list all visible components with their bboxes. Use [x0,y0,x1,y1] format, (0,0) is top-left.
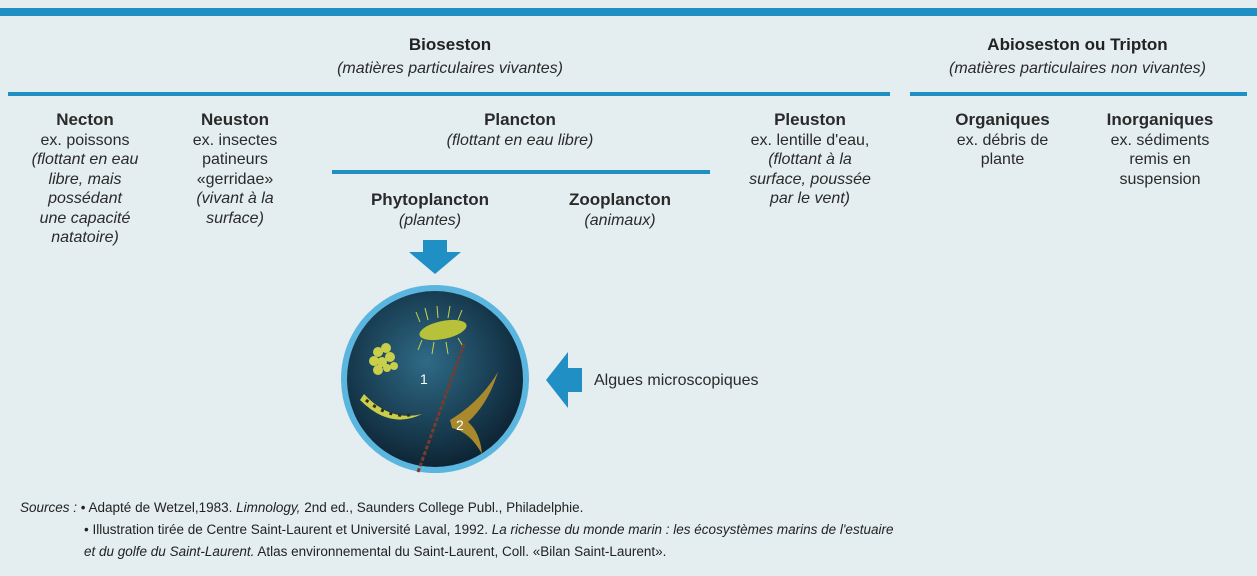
bioseston-rule [8,92,890,96]
sources-line-3: et du golfe du Saint-Laurent. Atlas envi… [20,541,1250,563]
neuston-column: Neuston ex. insectes patineurs «gerridae… [165,110,305,228]
pleuston-column: Pleuston ex. lentille d'eau, (flottant à… [720,110,900,209]
abioseston-rule [910,92,1247,96]
zooplancton-column: Zooplancton (animaux) [540,190,700,230]
zooplancton-subtitle: (animaux) [540,211,700,231]
necton-example: ex. poissons [5,131,165,151]
neuston-example-line: «gerridae» [165,170,305,190]
necton-desc-line: possédant [5,189,165,209]
necton-desc-line: une capacité [5,209,165,229]
abioseston-title: Abioseston ou Tripton [905,35,1250,55]
plancton-header: Plancton (flottant en eau libre) [370,110,670,150]
sources-line1-suffix: 2nd ed., Saunders College Publ., Philade… [300,500,583,515]
inorganiques-example-line: remis en [1085,150,1235,170]
necton-desc-line: (flottant en eau [5,150,165,170]
plancton-rule [332,170,710,174]
necton-title: Necton [5,110,165,130]
neuston-desc-line: (vivant à la [165,189,305,209]
illustration-label-1: 1 [420,371,428,387]
sources-line-2: • Illustration tirée de Centre Saint-Lau… [20,519,1250,541]
neuston-title: Neuston [165,110,305,130]
organiques-title: Organiques [935,110,1070,130]
sources-line3-suffix: Atlas environnemental du Saint-Laurent, … [254,544,666,559]
pleuston-title: Pleuston [720,110,900,130]
bioseston-title: Bioseston [250,35,650,55]
phytoplancton-title: Phytoplancton [350,190,510,210]
plancton-subtitle: (flottant en eau libre) [370,131,670,151]
bioseston-subtitle: (matières particulaires vivantes) [250,59,650,79]
necton-desc-line: natatoire) [5,228,165,248]
pleuston-desc-line: surface, poussée [720,170,900,190]
organiques-example-line: plante [935,150,1070,170]
abioseston-header: Abioseston ou Tripton (matières particul… [905,35,1250,79]
sources-line2-prefix: • Illustration tirée de Centre Saint-Lau… [84,522,492,537]
sources-line1-title: Limnology, [236,500,300,515]
inorganiques-example-line: suspension [1085,170,1235,190]
algae-caption: Algues microscopiques [594,371,759,391]
sources-line3-title: et du golfe du Saint-Laurent. [84,544,254,559]
sources-block: Sources : • Adapté de Wetzel,1983. Limno… [20,497,1250,563]
inorganiques-example-line: ex. sédiments [1085,131,1235,151]
inorganiques-column: Inorganiques ex. sédiments remis en susp… [1085,110,1235,189]
microscopic-algae-illustration: 1 2 [330,282,540,476]
phytoplancton-subtitle: (plantes) [350,211,510,231]
phytoplancton-column: Phytoplancton (plantes) [350,190,510,230]
sources-line2-title: La richesse du monde marin : les écosyst… [492,522,894,537]
pleuston-desc-line: par le vent) [720,189,900,209]
organiques-example-line: ex. débris de [935,131,1070,151]
top-rule [0,8,1257,16]
neuston-example-line: ex. insectes [165,131,305,151]
plancton-title: Plancton [370,110,670,130]
abioseston-subtitle: (matières particulaires non vivantes) [905,59,1250,79]
bioseston-header: Bioseston (matières particulaires vivant… [250,35,650,79]
necton-column: Necton ex. poissons (flottant en eau lib… [5,110,165,248]
necton-desc-line: libre, mais [5,170,165,190]
left-arrow-icon [546,350,582,410]
neuston-desc-line: surface) [165,209,305,229]
pleuston-example: ex. lentille d'eau, [720,131,900,151]
down-arrow-icon [405,240,465,276]
inorganiques-title: Inorganiques [1085,110,1235,130]
organiques-column: Organiques ex. débris de plante [935,110,1070,170]
sources-label: Sources : [20,500,77,515]
pleuston-desc-line: (flottant à la [720,150,900,170]
sources-line1-prefix: • Adapté de Wetzel,1983. [81,500,236,515]
sources-line-1: Sources : • Adapté de Wetzel,1983. Limno… [20,497,1250,519]
illustration-label-2: 2 [456,417,464,433]
neuston-example-line: patineurs [165,150,305,170]
zooplancton-title: Zooplancton [540,190,700,210]
